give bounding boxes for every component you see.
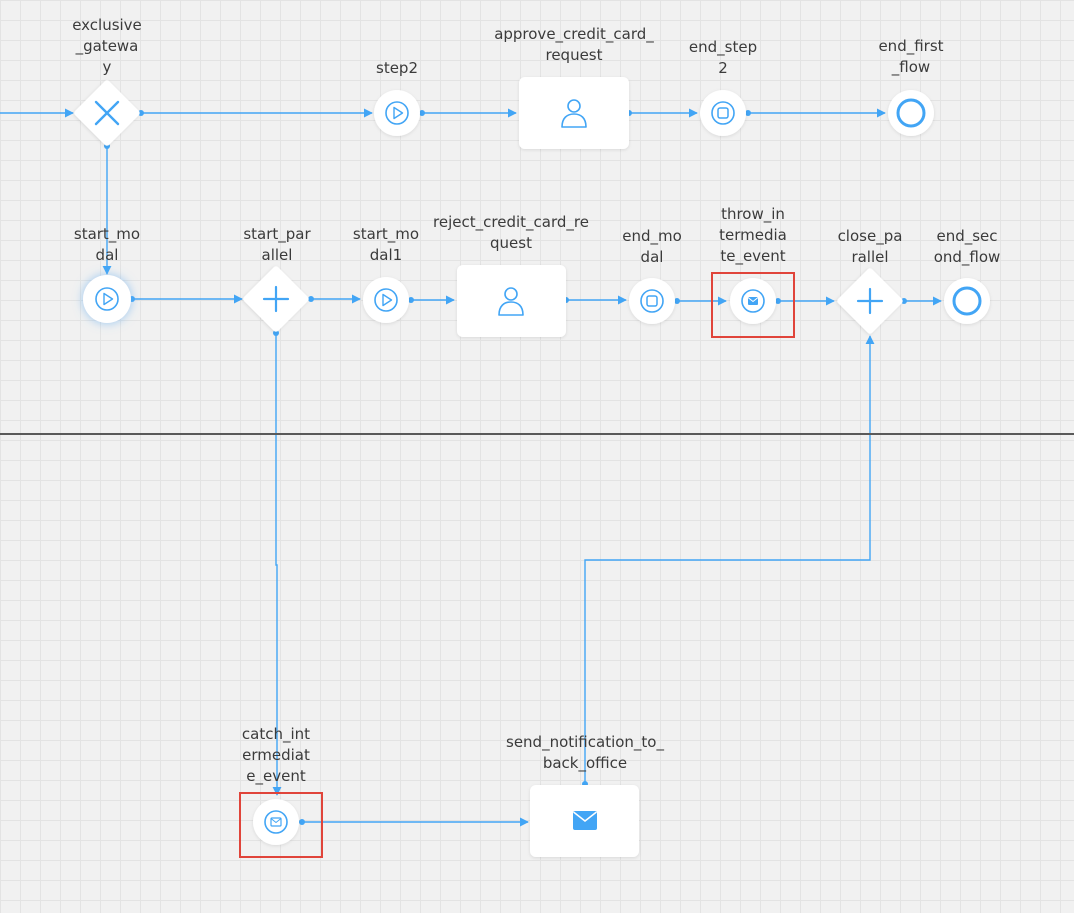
label-send-notification-to-back-office: send_notification_to_ back_office (506, 733, 664, 772)
envelope-icon (573, 811, 597, 830)
parallel-gateway-close[interactable] (836, 267, 904, 335)
label-end-first-flow: end_first _flow (878, 37, 944, 76)
user-icon (498, 287, 524, 316)
parallel-gateway-start[interactable] (242, 265, 310, 333)
task-reject-credit-card-request[interactable] (457, 265, 566, 337)
label-exclusive-gateway: exclusive _gatewa y (72, 16, 142, 76)
exclusive-gateway[interactable] (73, 79, 141, 147)
x-icon (94, 100, 120, 126)
label-catch-intermediate-event: catch_int ermediat e_event (241, 725, 311, 785)
throw-intermediate-event[interactable] (730, 278, 776, 324)
label-step2: step2 (376, 59, 418, 77)
end-event-step2[interactable] (700, 90, 746, 136)
label-approve-credit-card-request: approve_credit_card_ request (494, 25, 654, 64)
label-start-parallel: start_par allel (243, 225, 311, 264)
start-event-start-modal1[interactable] (363, 277, 409, 323)
end-event-end-modal[interactable] (629, 278, 675, 324)
end-event-first-flow[interactable] (888, 90, 934, 136)
label-start-modal1: start_mo dal1 (352, 225, 420, 264)
flow-send-notification-to-close-parallel (584, 335, 875, 784)
user-icon (561, 99, 587, 128)
play-icon (374, 288, 398, 312)
end-event-second-flow[interactable] (944, 278, 990, 324)
start-event-start-modal[interactable] (83, 275, 131, 323)
end-circle-icon (952, 286, 982, 316)
play-icon (385, 101, 409, 125)
task-approve-credit-card-request[interactable] (519, 77, 629, 149)
catch-intermediate-event[interactable] (253, 799, 299, 845)
stop-icon (640, 289, 664, 313)
label-start-modal: start_mo dal (73, 225, 141, 264)
label-end-step2: end_step 2 (688, 38, 758, 77)
message-icon (264, 810, 288, 834)
start-event-step2[interactable] (374, 90, 420, 136)
end-circle-icon (896, 98, 926, 128)
stop-icon (711, 101, 735, 125)
label-end-second-flow: end_sec ond_flow (933, 227, 1001, 266)
task-send-notification-to-back-office[interactable] (530, 785, 639, 857)
flow-start-parallel-to-catch-event (272, 333, 282, 796)
plus-icon (262, 285, 290, 313)
label-end-modal: end_mo dal (622, 227, 682, 266)
message-icon (741, 289, 765, 313)
label-close-parallel: close_pa rallel (837, 227, 903, 266)
label-throw-intermediate-event: throw_in termedia te_event (719, 205, 787, 265)
highlight-box-catch-event (239, 792, 323, 858)
plus-icon (856, 287, 884, 315)
label-reject-credit-card-request: reject_credit_card_re quest (433, 213, 589, 252)
play-icon (95, 287, 119, 311)
highlight-box-throw-event (711, 272, 795, 338)
lane-divider (0, 433, 1074, 435)
